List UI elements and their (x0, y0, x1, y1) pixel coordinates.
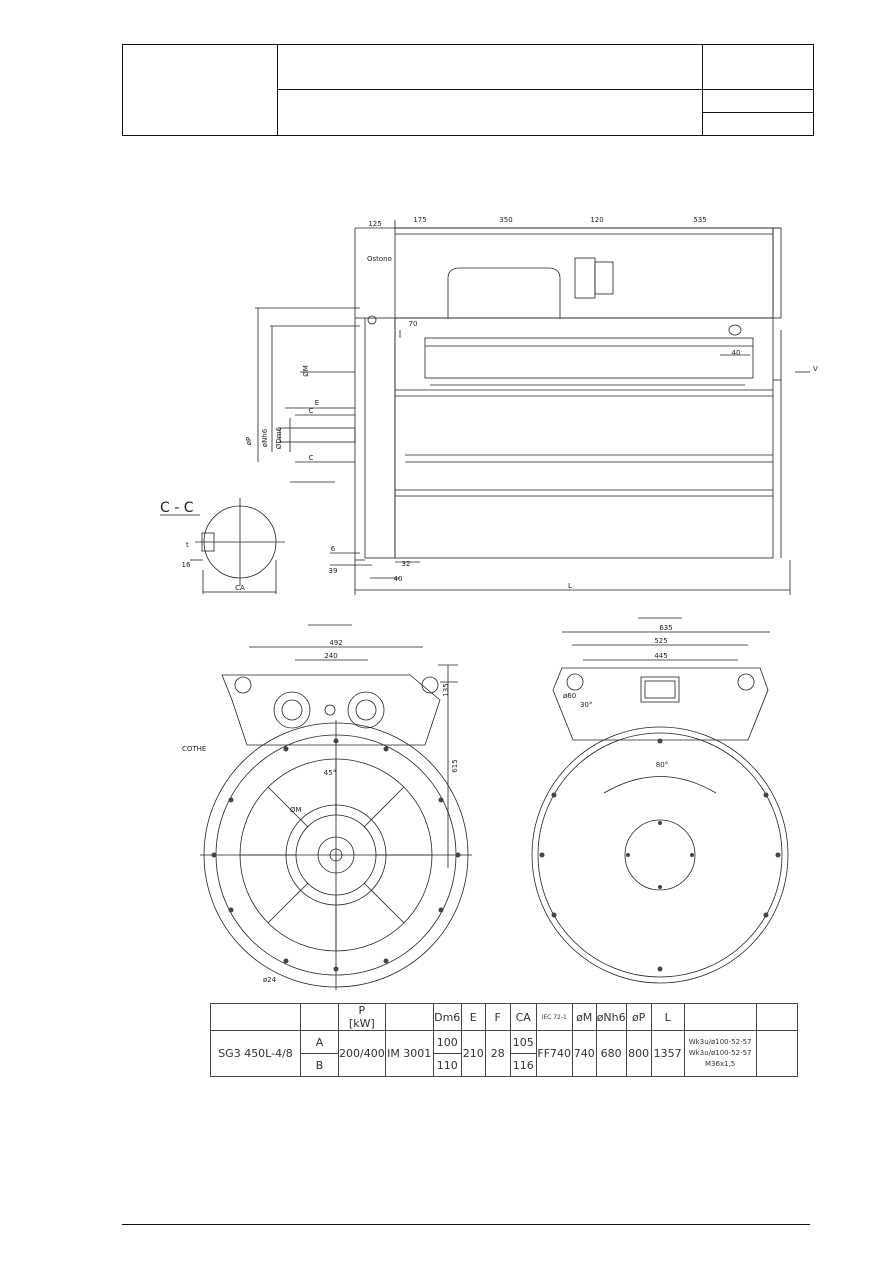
dim-rear-525: 525 (654, 637, 667, 645)
table-variant-a: A (300, 1030, 339, 1054)
bolt-holes (211, 738, 781, 972)
table-header-flange: IEC 72-1 (535, 1003, 573, 1031)
dim-front-hole: ø24 (263, 976, 277, 984)
dim-top-2: 175 (413, 216, 426, 224)
table-pp: 800 (625, 1030, 652, 1077)
table-ca-b: 116 (509, 1053, 537, 1077)
section-title: C - C (160, 500, 194, 516)
dim-top-5: 535 (693, 216, 706, 224)
section-t: t (186, 541, 189, 549)
dim-top-3: 350 (499, 216, 512, 224)
table-l: 1357 (650, 1030, 685, 1077)
table-header-e: E (460, 1003, 486, 1031)
front-view (200, 624, 472, 990)
table-header-m: øM (571, 1003, 597, 1031)
dim-side-l: L (568, 582, 572, 590)
label-ostono: Ostono (367, 255, 392, 263)
table-header-variant (300, 1003, 339, 1031)
table-header-ca: CA (509, 1003, 537, 1031)
table-header-l: L (650, 1003, 685, 1031)
dim-top-1: 125 (368, 220, 381, 228)
dim-front-492: 492 (329, 639, 342, 647)
table-m: 740 (571, 1030, 597, 1077)
table-header-terminal (683, 1003, 757, 1031)
dim-front-135: 135 (442, 683, 450, 696)
shaft-section-view (160, 498, 285, 594)
dim-side-40: 40 (732, 349, 741, 357)
table-header-dm6: Dm6 (432, 1003, 462, 1031)
dim-front-angle: 45° (324, 769, 336, 777)
table-header-kw: [kW] (348, 1017, 375, 1030)
dim-rear-hole: ø60 (563, 692, 576, 700)
dim-vert-nh6: øNh6 (261, 428, 269, 447)
dim-rear-635: 635 (659, 624, 672, 632)
table-terminal-2: Wk3u/ø100-52-57 (688, 1049, 752, 1057)
section-w: 16 (182, 561, 191, 569)
section-ca: CA (235, 584, 245, 592)
dim-vert-m: ØM (302, 365, 310, 377)
dim-side-c-bottom: C (309, 454, 314, 462)
dim-rear-angle-80: 80° (656, 761, 668, 769)
table-header-extra (755, 1003, 798, 1031)
table-mounting: IM 3001 (384, 1030, 434, 1077)
dim-front-m: ØM (290, 806, 302, 814)
dim-side-6: 6 (331, 545, 336, 553)
dim-vert-dm6: ØDm6 (275, 426, 283, 449)
table-header-p: P (358, 1004, 366, 1017)
rear-view (531, 617, 789, 984)
dim-vert-p: øP (245, 437, 253, 446)
table-header-nh6: øNh6 (595, 1003, 627, 1031)
dim-rear-445: 445 (654, 652, 667, 660)
label-cothe: COTHE (182, 745, 206, 753)
table-model: SG3 450L-4/8 (210, 1030, 301, 1077)
side-view (255, 220, 810, 595)
table-extra (755, 1030, 798, 1077)
table-header-f: F (484, 1003, 511, 1031)
table-flange: FF740 (535, 1030, 573, 1077)
table-header-power: P[kW] (338, 1003, 386, 1031)
dim-front-615: 615 (451, 759, 459, 772)
footer-rule (122, 1224, 810, 1225)
dim-side-c-top: C (309, 407, 314, 415)
dim-rear-angle-30: 30° (580, 701, 592, 709)
table-power: 200/400 (338, 1030, 386, 1077)
dim-side-e: E (315, 399, 319, 407)
table-terminal-1: Wk3u/ø100-52-57 (688, 1038, 752, 1046)
table-ca-a: 105 (509, 1030, 537, 1054)
table-f: 28 (484, 1030, 511, 1077)
dimension-table: P[kW] Dm6 E F CA IEC 72-1 øM øNh6 øP L S… (210, 1003, 798, 1077)
dim-front-240: 240 (324, 652, 337, 660)
table-variant-b: B (300, 1053, 339, 1077)
dim-top-4: 120 (590, 216, 603, 224)
dim-side-70: 70 (409, 320, 418, 328)
dim-side-v: V (813, 365, 818, 373)
table-header-pp: øP (625, 1003, 652, 1031)
table-dm6-b: 110 (432, 1053, 462, 1077)
table-header-model (210, 1003, 301, 1031)
table-terminal-3: M36x1,5 (705, 1060, 736, 1068)
table-nh6: 680 (595, 1030, 627, 1077)
dim-side-32: 32 (402, 560, 411, 568)
title-block (122, 44, 814, 136)
dim-side-40b: 40 (394, 575, 403, 583)
dim-side-39: 39 (329, 567, 338, 575)
table-dm6-a: 100 (432, 1030, 462, 1054)
table-e: 210 (460, 1030, 486, 1077)
table-header-mounting (384, 1003, 434, 1031)
title-block-sheet-cell (702, 112, 814, 136)
